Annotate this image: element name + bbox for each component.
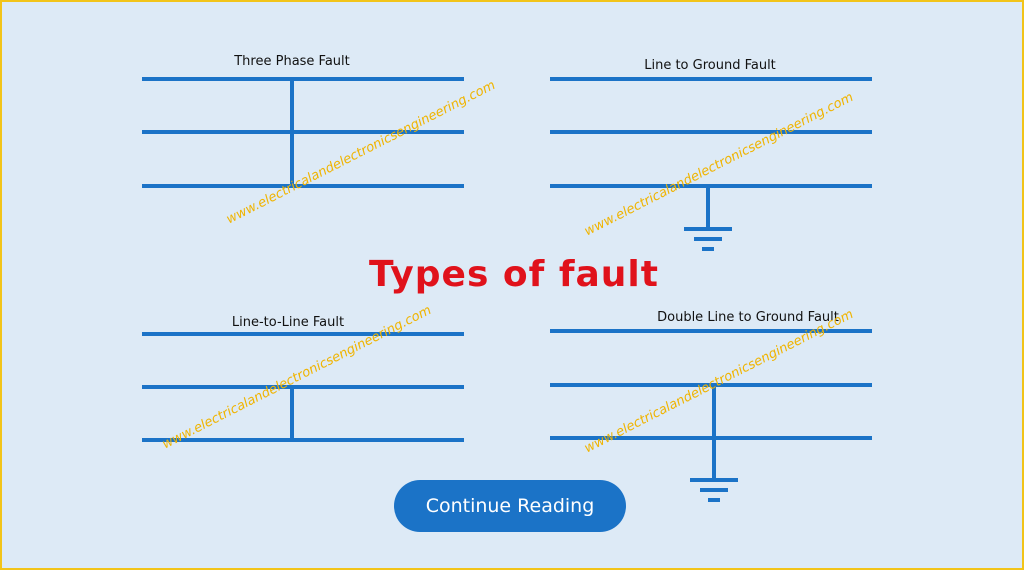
panel-title-double-line-to-ground-fault: Double Line to Ground Fault (657, 310, 839, 325)
ground-symbol-icon (690, 478, 738, 502)
continue-reading-button[interactable]: Continue Reading (394, 480, 626, 532)
panel-title-line-to-ground-fault: Line to Ground Fault (644, 58, 776, 73)
panel-three-phase-fault (142, 77, 464, 188)
panel-line-to-ground-fault (550, 77, 872, 251)
panel-double-line-to-ground-fault (550, 329, 872, 502)
panel-title-three-phase-fault: Three Phase Fault (234, 54, 350, 69)
ground-symbol-icon (684, 227, 732, 251)
panel-title-line-to-line-fault: Line-to-Line Fault (231, 315, 345, 330)
panel-line-to-line-fault (142, 332, 464, 442)
page-title: Types of fault (369, 254, 659, 295)
